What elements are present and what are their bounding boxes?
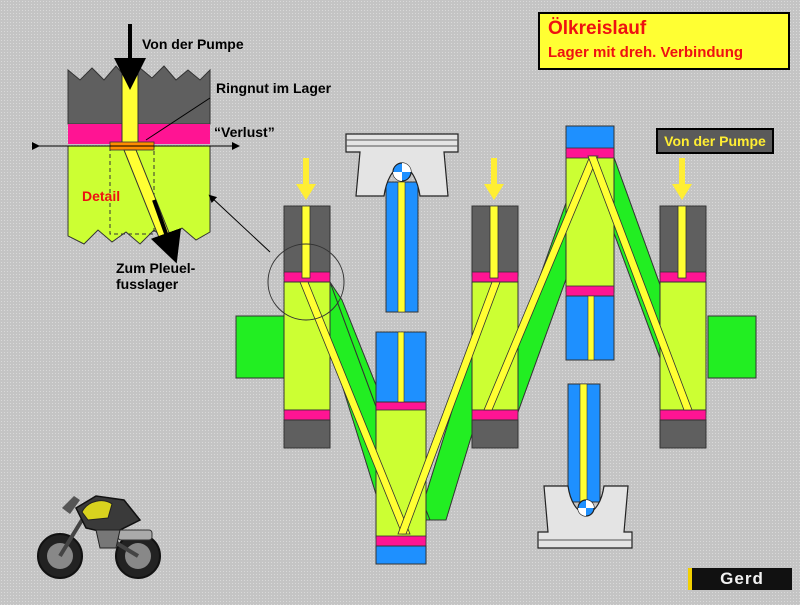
end-shaft-left [235,315,285,379]
oil-passage-2 [397,281,501,535]
groove-leader-line [145,97,211,141]
main-block-3-bottom [659,419,707,449]
main-block-2-bottom [471,419,519,449]
label-ring-groove: Ringnut im Lager [216,80,332,96]
detail-inset [32,24,240,264]
detail-journal [67,145,211,245]
rod-bottom-right-oil [579,383,588,503]
pump-badge: Von der Pumpe [656,128,774,154]
detail-highlight-circle [267,243,345,321]
arrow-down-icon [484,158,504,200]
rod-1-oil [397,331,405,403]
label-to-conrod-line2: fusslager [116,276,179,292]
rod-top-left-oil [397,181,406,313]
title-box: Ölkreislauf Lager mit dreh. Verbindung [538,12,790,70]
detail-bearing-band [68,124,210,144]
motorcycle-icon [37,495,161,579]
main-bearing-3-bottom [659,409,707,421]
crankpin-2-bearing-bottom [565,285,615,297]
oil-inlet-arrows [296,158,692,200]
arrow-down-icon [296,158,316,200]
detail-arrow-out [150,199,181,264]
end-shaft-right [707,315,757,379]
crankshaft [235,125,757,565]
page-subtitle: Lager mit dreh. Verbindung [548,44,744,61]
oil-passage-4 [587,155,693,411]
main-bearing-2-bottom [471,409,519,421]
label-to-conrod-line1: Zum Pleuel- [116,260,196,276]
label-loss: “Verlust” [214,124,275,140]
arrow-down-icon [672,158,692,200]
crankpin-1-bearing-bottom [375,535,427,547]
detail-block [67,65,211,125]
piston-bottom [537,383,633,549]
label-detail: Detail [82,188,121,204]
page-title: Ölkreislauf [548,18,647,39]
label-from-pump: Von der Pumpe [142,36,244,52]
main-block-1-bottom [283,419,331,449]
oil-feed-2 [489,205,499,279]
crankpin-1-rod-end [375,545,427,565]
oil-feed-3 [677,205,687,279]
main-journal-1 [283,281,331,411]
piston-top [345,133,459,313]
main-bearing-1-bottom [283,409,331,421]
oil-feed-1 [301,205,311,279]
oil-passage-1 [299,281,411,535]
oil-passage-3 [483,155,599,411]
rod-2-oil [587,295,595,361]
gerd-logo: Gerd [688,568,792,590]
detail-pointer-line [208,194,271,253]
